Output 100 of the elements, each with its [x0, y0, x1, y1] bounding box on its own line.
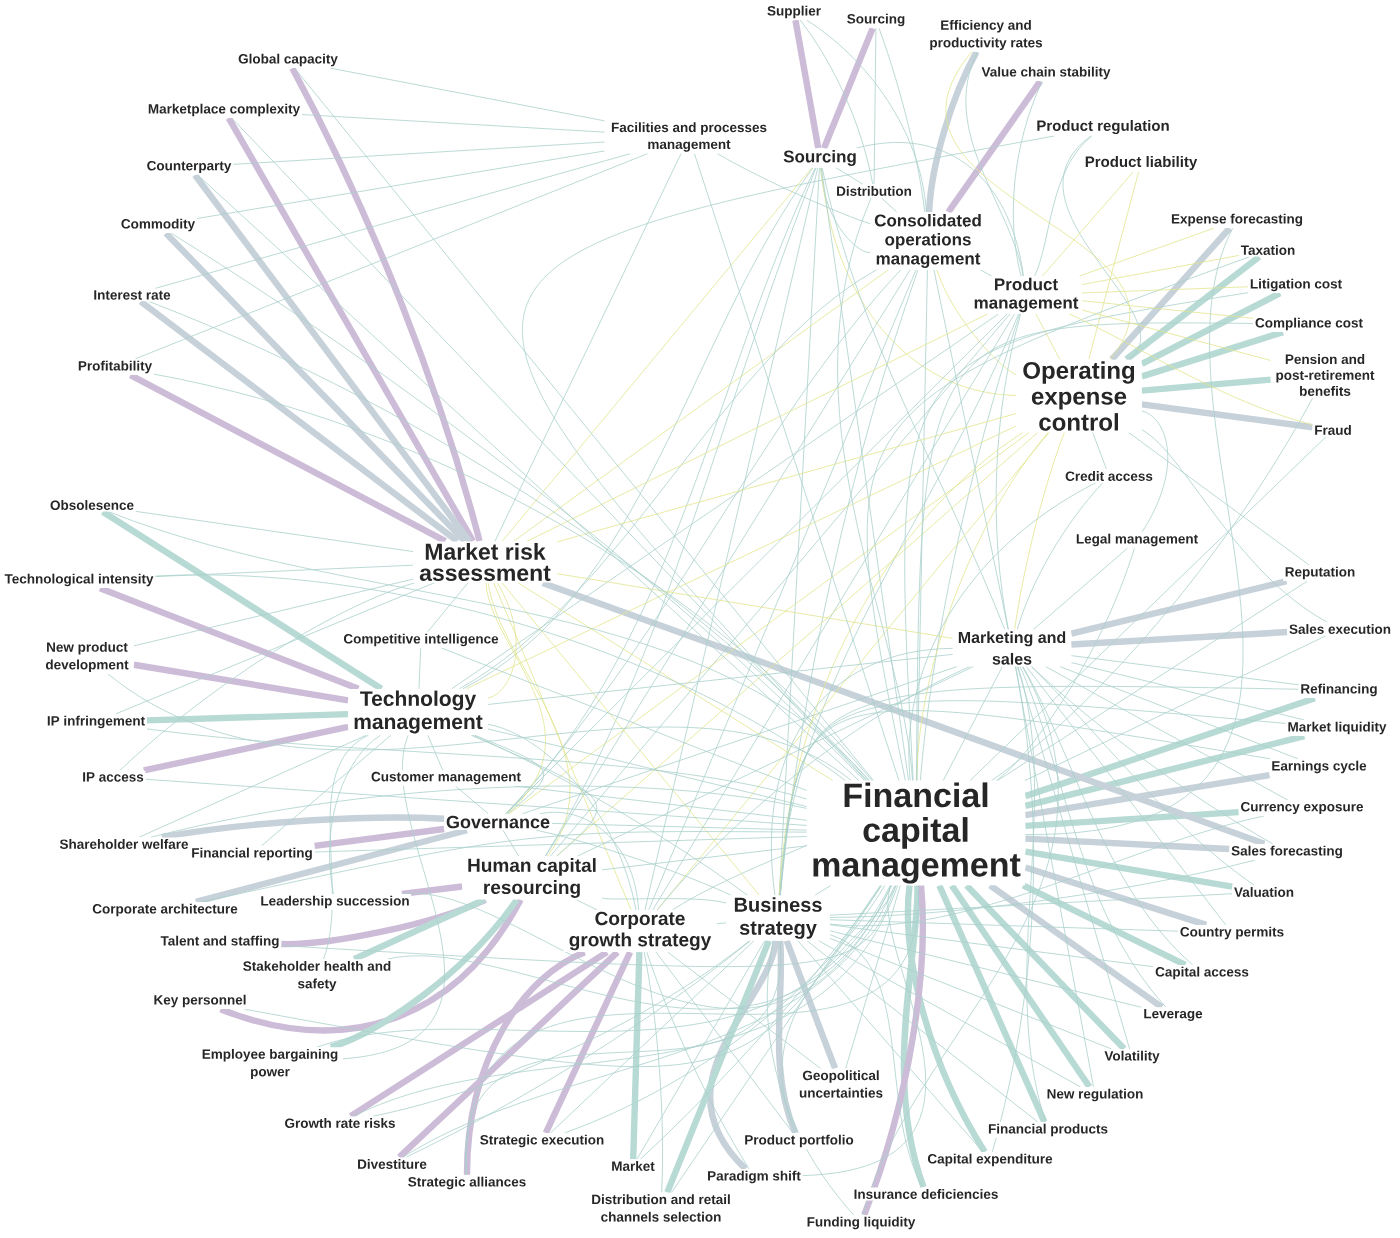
connector-line: [485, 582, 546, 815]
connector-line: [556, 432, 1039, 857]
thick-band: [401, 883, 463, 897]
thick-band: [1070, 578, 1288, 637]
connector-line: [459, 269, 877, 690]
thick-band: [1141, 376, 1271, 394]
connector-line: [797, 940, 984, 1153]
connector-line: [244, 885, 882, 1067]
node-label: Strategic alliances: [406, 1175, 528, 1191]
node-label: Expense forecasting: [1169, 212, 1305, 228]
connector-line: [154, 574, 846, 781]
connector-line: [818, 940, 1081, 1088]
connector-line: [845, 885, 901, 1069]
node-label: Product portfolio: [742, 1133, 856, 1149]
thick-band: [133, 661, 349, 704]
thick-band: [348, 949, 609, 1119]
connector-line: [1042, 171, 1134, 277]
node-label: Distribution: [834, 184, 914, 198]
thick-band: [1024, 733, 1306, 809]
node-label: Supplier: [765, 4, 823, 20]
connector-line: [330, 67, 606, 122]
connector-line: [820, 167, 1017, 396]
node-label: Fraud: [1312, 423, 1354, 437]
node-label: Legal management: [1074, 532, 1200, 548]
connector-line: [536, 829, 732, 896]
connector-line: [405, 940, 751, 1158]
connector-line: [261, 734, 392, 847]
node-label: Counterparty: [145, 159, 233, 175]
connector-line: [820, 167, 871, 253]
thick-band: [707, 940, 780, 1171]
connector-line: [991, 666, 1034, 1153]
connector-line: [1088, 171, 1140, 360]
connector-line: [329, 734, 381, 895]
node-label: Value chain stability: [979, 65, 1113, 81]
connector-line: [1012, 80, 1043, 277]
connector-line: [601, 897, 727, 904]
connector-line: [150, 785, 808, 838]
connector-line: [997, 580, 1308, 781]
connector-line: [1079, 227, 1215, 277]
connector-line: [441, 647, 808, 791]
connector-line: [505, 313, 1008, 815]
connector-line: [867, 256, 1250, 781]
connector-line: [576, 666, 974, 857]
node-label: Market risk assessment: [413, 541, 557, 583]
node-label: Governance: [444, 814, 552, 830]
node-label: Human capital resourcing: [462, 856, 602, 900]
node-label: Market liquidity: [1285, 720, 1389, 736]
thick-band: [783, 939, 839, 1070]
node-label: Reputation: [1283, 565, 1357, 581]
connector-line: [1063, 135, 1141, 360]
connector-line: [995, 313, 1022, 630]
connector-line: [494, 153, 682, 542]
node-label: Marketing and sales: [952, 629, 1072, 667]
connector-line: [945, 51, 1129, 360]
node-label: Sales forecasting: [1229, 844, 1345, 860]
connector-line: [1024, 227, 1244, 835]
thick-band: [163, 230, 468, 544]
node-label: Leverage: [1141, 1007, 1205, 1023]
connector-line: [576, 899, 598, 911]
connector-line: [1034, 135, 1093, 277]
node-label: Key personnel: [151, 993, 249, 1009]
node-label: Compliance cost: [1253, 316, 1365, 332]
connector-line: [672, 844, 808, 911]
thick-band: [1071, 628, 1288, 648]
connector-line: [829, 937, 1112, 1050]
thick-band: [192, 173, 472, 544]
thick-band: [101, 509, 384, 692]
connector-line: [829, 930, 1142, 1008]
thick-band: [792, 19, 822, 149]
connector-line: [549, 313, 1011, 857]
thick-band: [542, 950, 634, 1135]
connector-line: [108, 511, 870, 781]
connector-line: [119, 582, 415, 771]
connector-line: [427, 734, 443, 771]
connector-line: [462, 167, 814, 690]
connector-line: [1081, 300, 1254, 319]
node-label: Pension and post-retirement benefits: [1270, 352, 1380, 398]
connector-line: [513, 269, 889, 542]
node-label: Refinancing: [1298, 682, 1380, 698]
node-label: Corporate growth strategy: [563, 910, 717, 952]
thick-band: [1140, 329, 1284, 380]
node-label: Customer management: [369, 770, 523, 786]
node-label: Valuation: [1232, 885, 1296, 899]
node-label: Financial products: [986, 1122, 1110, 1138]
connector-line: [829, 919, 1179, 932]
connector-line: [487, 582, 571, 857]
connector-line: [556, 413, 1017, 543]
connector-line: [829, 893, 1233, 916]
connector-line: [829, 934, 923, 1188]
node-label: Financial reporting: [189, 846, 315, 862]
connector-line: [472, 734, 748, 896]
thick-band: [964, 883, 1127, 1052]
connector-line: [802, 885, 927, 1176]
connector-line: [835, 167, 864, 185]
thick-band: [1109, 226, 1233, 362]
connector-line: [1015, 666, 1094, 1088]
node-label: Talent and staffing: [158, 934, 282, 950]
node-label: Litigation cost: [1248, 277, 1344, 293]
thick-band: [314, 825, 445, 850]
thick-band: [138, 299, 460, 544]
